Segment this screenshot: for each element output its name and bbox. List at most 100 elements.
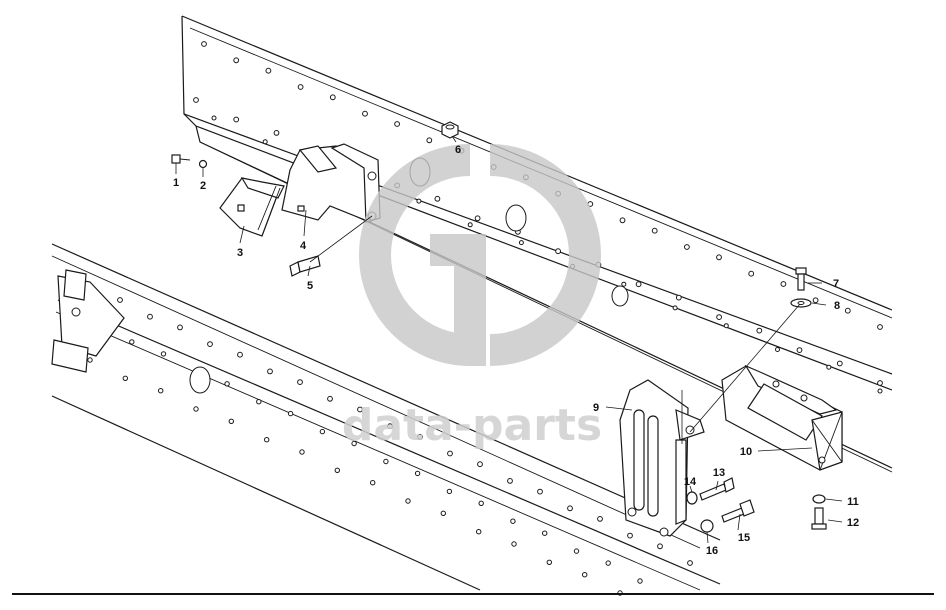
part-14-washer [686,491,698,505]
frame-hole [122,375,129,381]
frame-hole [233,116,240,123]
callout-12: 12 [847,517,859,529]
frame-hole [160,351,167,357]
callout-16: 16 [706,545,718,557]
frame-hole [627,532,633,539]
frame-hole [334,467,340,473]
frame-hole [201,41,207,47]
frame-hole [476,529,482,535]
part-15-bolt [721,499,755,523]
frame-hole [684,244,690,250]
frame-hole [542,530,548,536]
frame-hole [812,297,819,304]
watermark: data-parts [342,144,602,451]
frame-hole [357,406,363,413]
frame-hole [297,379,303,386]
frame-hole [836,360,843,367]
part-1-bolt [171,154,191,164]
frame-hole [775,347,780,352]
part-10-mount-bracket [721,364,843,471]
lower-frame-rail [51,243,721,591]
callout-4: 4 [300,240,307,252]
frame-hole [417,433,423,440]
callout-5: 5 [307,280,313,292]
part-13-bolt [699,477,735,501]
frame-hole [405,498,411,504]
frame-hole [635,281,642,288]
frame-hole [573,548,580,554]
frame-hole [637,578,643,584]
frame-hole [383,458,389,465]
part-3-rubber-mount [219,177,285,237]
frame-hole [748,270,755,277]
part-6-nut [441,121,459,139]
frame-hole [233,57,240,64]
callout-11: 11 [847,496,859,508]
frame-hole [267,368,273,375]
frame-hole [193,97,199,103]
frame-hole [582,572,588,578]
frame-hole [619,217,626,224]
frame-hole [597,516,603,522]
frame-hole [158,388,164,394]
frame-hole [447,450,453,457]
frame-hole [877,380,883,386]
callout-14: 14 [684,476,697,488]
frame-hole [510,518,516,524]
frame-hole [478,500,484,506]
frame-hole [426,137,433,144]
frame-hole [237,351,243,358]
frame-hole [474,215,481,222]
callout-2: 2 [200,180,206,192]
frame-hole [877,324,883,330]
callout-8: 8 [834,300,840,312]
frame-hole [147,313,153,320]
frame-hole [177,324,183,331]
leader-lines [175,135,843,544]
frame-hole [414,470,421,477]
frame-hole [273,130,280,136]
frame-hole [877,388,883,394]
frame-hole [651,227,658,234]
frame-hole [327,395,333,402]
frame-hole [211,115,217,121]
part-12-bolt [811,507,827,530]
frame-hole [362,110,368,117]
callout-15: 15 [738,532,750,544]
frame-hole [675,294,682,301]
part-9-bracket [619,379,705,537]
frame-hole [434,195,441,202]
frame-hole [546,559,552,565]
frame-hole [87,357,93,363]
frame-hole [621,281,627,287]
frame-hole [537,488,543,495]
part-16-washer [700,519,714,533]
frame-hole [262,139,268,145]
frame-hole [287,410,294,417]
frame-hole [467,222,473,228]
frame-hole [207,341,213,348]
frame-hole [511,541,517,547]
frame-hole [555,248,561,255]
frame-hole [796,347,803,354]
frame-hole [264,437,270,443]
callout-3: 3 [237,247,243,259]
frame-hole [780,281,787,287]
callout-13: 13 [713,467,725,479]
frame-hole [723,323,729,329]
frame-hole [440,510,446,516]
gp-logo-icon [359,144,601,367]
frame-hole [297,84,304,90]
frame-hole [319,428,326,435]
frame-hole [299,449,305,455]
callout-9: 9 [593,402,599,414]
part-11-washer [812,494,826,504]
part-2-washer [198,159,208,169]
callout-6: 6 [455,144,461,156]
frame-hole [416,198,422,204]
callout-7: 7 [833,278,839,290]
part-4-bracket [281,143,381,223]
frame-hole [129,339,135,345]
frame-hole [477,461,483,468]
